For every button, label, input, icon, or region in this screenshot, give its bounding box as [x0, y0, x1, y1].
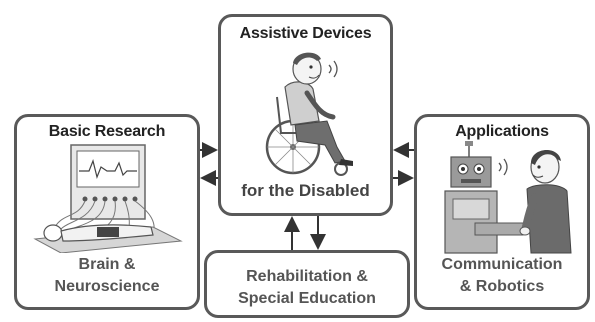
basic-research-line1: Brain &	[78, 256, 136, 273]
rehabilitation-line1: Rehabilitation &	[246, 268, 368, 285]
applications-box: Applications Communication & Robotics	[414, 114, 590, 310]
applications-title: Applications	[455, 123, 549, 140]
assistive-devices-box: Assistive Devices for the Disabled	[218, 14, 393, 216]
basic-research-box: Basic Research Brain & Neuroscience	[14, 114, 200, 310]
assistive-devices-title: Assistive Devices	[239, 25, 372, 42]
brain-scan-illustration	[33, 144, 183, 253]
rehabilitation-box: Rehabilitation & Special Education	[204, 250, 410, 318]
applications-line2: & Robotics	[459, 278, 545, 295]
wheelchair-user-illustration	[265, 52, 353, 176]
basic-research-line2: Neuroscience	[54, 278, 160, 295]
rehabilitation-line2: Special Education	[238, 290, 376, 307]
applications-line1: Communication	[441, 256, 563, 273]
basic-research-title: Basic Research	[48, 123, 166, 140]
assistive-devices-caption: for the Disabled	[241, 181, 370, 200]
robot-handshake-illustration	[444, 141, 572, 254]
